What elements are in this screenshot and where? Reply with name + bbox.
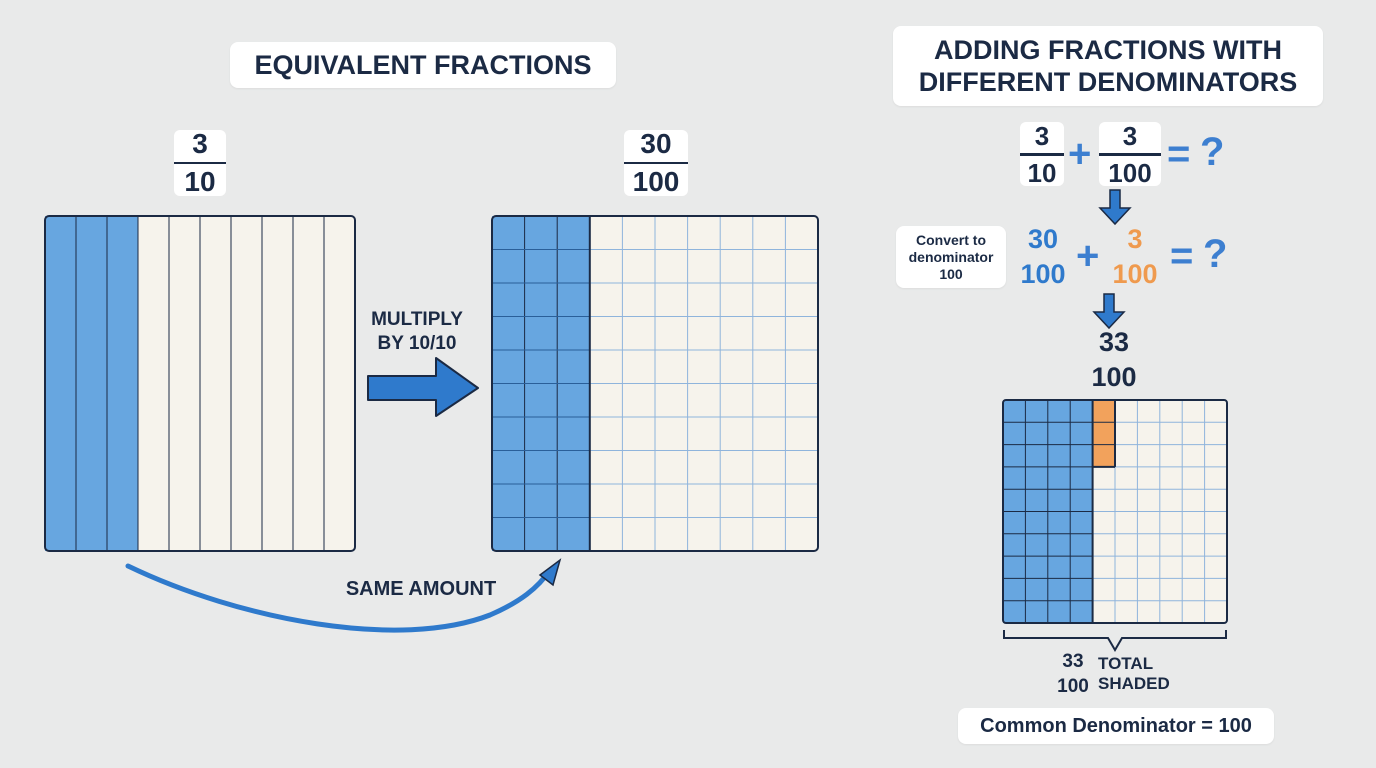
total-label-line1: TOTAL [1098, 654, 1154, 673]
denominator: 10 [184, 166, 216, 197]
down-arrow-1 [1098, 189, 1132, 226]
convert-note-line3: 100 [939, 266, 963, 282]
numerator: 30 [1027, 224, 1059, 254]
eq2-fraction-a: 30 100 [1016, 226, 1070, 288]
eq1-fraction-b: 3 100 [1099, 122, 1161, 186]
numerator: 3 [1122, 120, 1138, 151]
sum-grid-border [1002, 399, 1228, 624]
orange-shaded-cells [1092, 400, 1115, 467]
total-brace [1003, 630, 1227, 652]
title-line2: DIFFERENT DENOMINATORS [918, 67, 1298, 97]
eq2-fraction-b: 3 100 [1108, 226, 1162, 288]
numerator: 3 [1034, 120, 1050, 151]
hundredths-model [491, 215, 819, 552]
total-label-line2: SHADED [1098, 674, 1170, 693]
eq2-plus: + [1076, 234, 1100, 278]
eq2-equals: = [1170, 234, 1194, 278]
multiply-label-line1: MULTIPLY [371, 309, 463, 330]
multiply-label-line2: BY 10/10 [377, 333, 457, 354]
numerator: 33 [1062, 651, 1084, 672]
convert-note-line2: denominator [908, 249, 994, 265]
numerator: 3 [192, 128, 208, 159]
fraction-thirty-hundredths: 30 100 [624, 130, 688, 196]
denominator: 10 [1027, 157, 1057, 188]
numerator: 33 [1098, 327, 1130, 357]
total-fraction: 33 100 [1052, 652, 1094, 696]
shaded-tenth [76, 216, 107, 551]
result-fraction: 33 100 [1085, 327, 1143, 392]
denominator: 100 [632, 166, 680, 197]
denominator: 100 [1057, 676, 1089, 697]
tenths-model-border [44, 215, 356, 552]
title-line1: ADDING FRACTIONS WITH [934, 35, 1282, 65]
denominator: 100 [1112, 259, 1158, 289]
eq2-question: ? [1203, 232, 1228, 276]
denominator: 100 [1020, 259, 1066, 289]
total-shaded-label: TOTAL SHADED [1098, 654, 1182, 694]
same-amount-arrow [125, 563, 553, 633]
tenths-model [44, 215, 356, 552]
hundredths-model-border [491, 215, 819, 552]
same-amount-arrow-head [538, 558, 562, 587]
same-amount-label: SAME AMOUNT [345, 578, 497, 600]
eq1-equals: = [1167, 132, 1191, 176]
down-arrow-2 [1092, 293, 1126, 330]
adding-fractions-title: ADDING FRACTIONS WITH DIFFERENT DENOMINA… [893, 26, 1323, 106]
eq1-question: ? [1200, 130, 1225, 174]
denominator: 100 [1091, 362, 1137, 392]
common-denominator-label: Common Denominator = 100 [958, 708, 1274, 744]
fraction-three-tenths: 3 10 [174, 130, 226, 196]
shaded-tenth [45, 216, 76, 551]
convert-note: Convert to denominator 100 [896, 226, 1006, 288]
numerator: 3 [1127, 224, 1143, 254]
multiply-arrow [367, 357, 479, 417]
sum-grid [1002, 399, 1228, 624]
numerator: 30 [640, 128, 672, 159]
eq1-fraction-a: 3 10 [1020, 122, 1064, 186]
equivalent-fractions-title: EQUIVALENT FRACTIONS [230, 42, 616, 88]
multiply-label: MULTIPLY BY 10/10 [362, 308, 472, 356]
denominator: 100 [1108, 157, 1152, 188]
eq1-plus: + [1068, 132, 1092, 176]
convert-note-line1: Convert to [916, 232, 986, 248]
shaded-tenth [107, 216, 138, 551]
